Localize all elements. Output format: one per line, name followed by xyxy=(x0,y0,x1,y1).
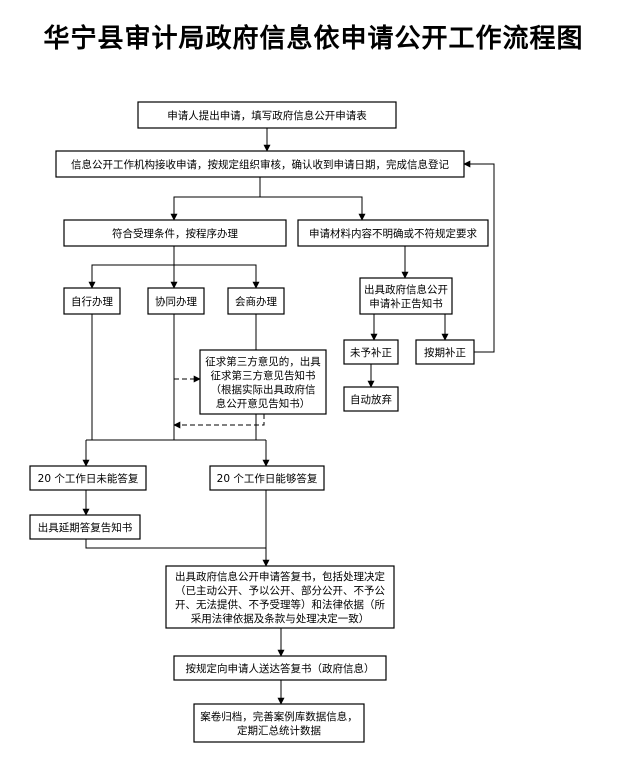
connector xyxy=(174,264,260,289)
node-box xyxy=(343,386,399,412)
node-in-20: 20 个工作日能够答复 xyxy=(209,465,325,491)
node-abandon: 自动放弃 xyxy=(343,386,399,412)
node-not-in-20: 20 个工作日未能答复 xyxy=(29,465,147,491)
node-extend: 出具延期答复告知书 xyxy=(29,514,141,540)
node-label: 20 个工作日未能答复 xyxy=(38,472,139,485)
node-fixed: 按期补正 xyxy=(415,339,475,365)
node-label: 申请补正告知书 xyxy=(369,297,443,310)
flow-nodes: 申请人提出申请，填写政府信息公开申请表信息公开工作机构接收申请，按规定组织审核，… xyxy=(29,101,489,743)
node-coop: 协同办理 xyxy=(147,287,205,315)
node-label: 20 个工作日能够答复 xyxy=(217,472,318,485)
node-label: 开、无法提供、不予受理等）和法律依据（所 xyxy=(175,598,385,611)
node-label: 按期补正 xyxy=(424,346,466,359)
node-label: 信息公开工作机构接收申请，按规定组织审核，确认收到申请日期，完成信息登记 xyxy=(71,158,449,171)
node-no-fix: 未予补正 xyxy=(343,339,399,365)
node-label: 出具政府信息公开申请答复书，包括处理决定 xyxy=(175,570,385,583)
node-box xyxy=(227,287,285,315)
node-label: 征求第三方意见的，出具 xyxy=(205,355,321,368)
flow-edges xyxy=(82,128,495,705)
node-label: 采用法律依据及条款与处理决定一致） xyxy=(191,612,370,625)
node-box xyxy=(63,287,121,315)
connector xyxy=(260,196,366,221)
node-box xyxy=(29,514,141,540)
node-label: 出具政府信息公开 xyxy=(364,283,448,296)
node-box xyxy=(209,465,325,491)
node-box xyxy=(343,339,399,365)
node-box xyxy=(193,703,365,743)
page-title: 华宁县审计局政府信息依申请公开工作流程图 xyxy=(43,24,584,54)
node-box xyxy=(173,655,387,681)
node-label: 申请材料内容不明确或不符规定要求 xyxy=(309,227,477,240)
node-label: 申请人提出申请，填写政府信息公开申请表 xyxy=(167,109,367,122)
node-label: 息公开意见告知书） xyxy=(216,397,311,410)
node-self: 自行办理 xyxy=(63,287,121,315)
node-label: 征求第三方意见告知书 xyxy=(211,369,316,382)
node-label: 定期汇总统计数据 xyxy=(237,724,321,737)
node-unclear: 申请材料内容不明确或不符规定要求 xyxy=(297,219,489,247)
connector xyxy=(85,539,266,549)
node-consult: 会商办理 xyxy=(227,287,285,315)
node-box xyxy=(147,287,205,315)
node-deliver: 按规定向申请人送达答复书（政府信息） xyxy=(173,655,387,681)
node-accept: 符合受理条件，按程序办理 xyxy=(63,219,287,247)
node-receive: 信息公开工作机构接收申请，按规定组织审核，确认收到申请日期，完成信息登记 xyxy=(55,150,465,178)
node-box xyxy=(137,101,397,129)
node-label: 未予补正 xyxy=(350,346,392,359)
node-box xyxy=(63,219,287,247)
node-box xyxy=(199,349,327,415)
connector xyxy=(88,264,174,289)
node-label: 符合受理条件，按程序办理 xyxy=(112,227,238,240)
node-box xyxy=(297,219,489,247)
node-label: 出具延期答复告知书 xyxy=(38,521,133,534)
node-label: 按规定向申请人送达答复书（政府信息） xyxy=(186,662,375,675)
node-box xyxy=(165,565,395,629)
node-box xyxy=(359,277,453,315)
node-label: 协同办理 xyxy=(155,295,197,308)
node-box xyxy=(415,339,475,365)
node-label: （根据实际出具政府信 xyxy=(211,383,316,396)
connector xyxy=(463,160,495,353)
node-label: 自动放弃 xyxy=(350,393,392,406)
node-apply: 申请人提出申请，填写政府信息公开申请表 xyxy=(137,101,397,129)
connector xyxy=(170,177,261,221)
node-box xyxy=(55,150,465,178)
node-archive: 案卷归档，完善案例库数据信息，定期汇总统计数据 xyxy=(193,703,365,743)
node-box xyxy=(29,465,147,491)
node-label: 自行办理 xyxy=(71,295,113,308)
node-label: （已主动公开、予以公开、部分公开、不予公 xyxy=(175,584,385,597)
dashed-connector xyxy=(173,414,265,429)
node-reply: 出具政府信息公开申请答复书，包括处理决定（已主动公开、予以公开、部分公开、不予公… xyxy=(165,565,395,629)
node-label: 会商办理 xyxy=(235,295,277,308)
node-label: 案卷归档，完善案例库数据信息， xyxy=(200,710,358,723)
